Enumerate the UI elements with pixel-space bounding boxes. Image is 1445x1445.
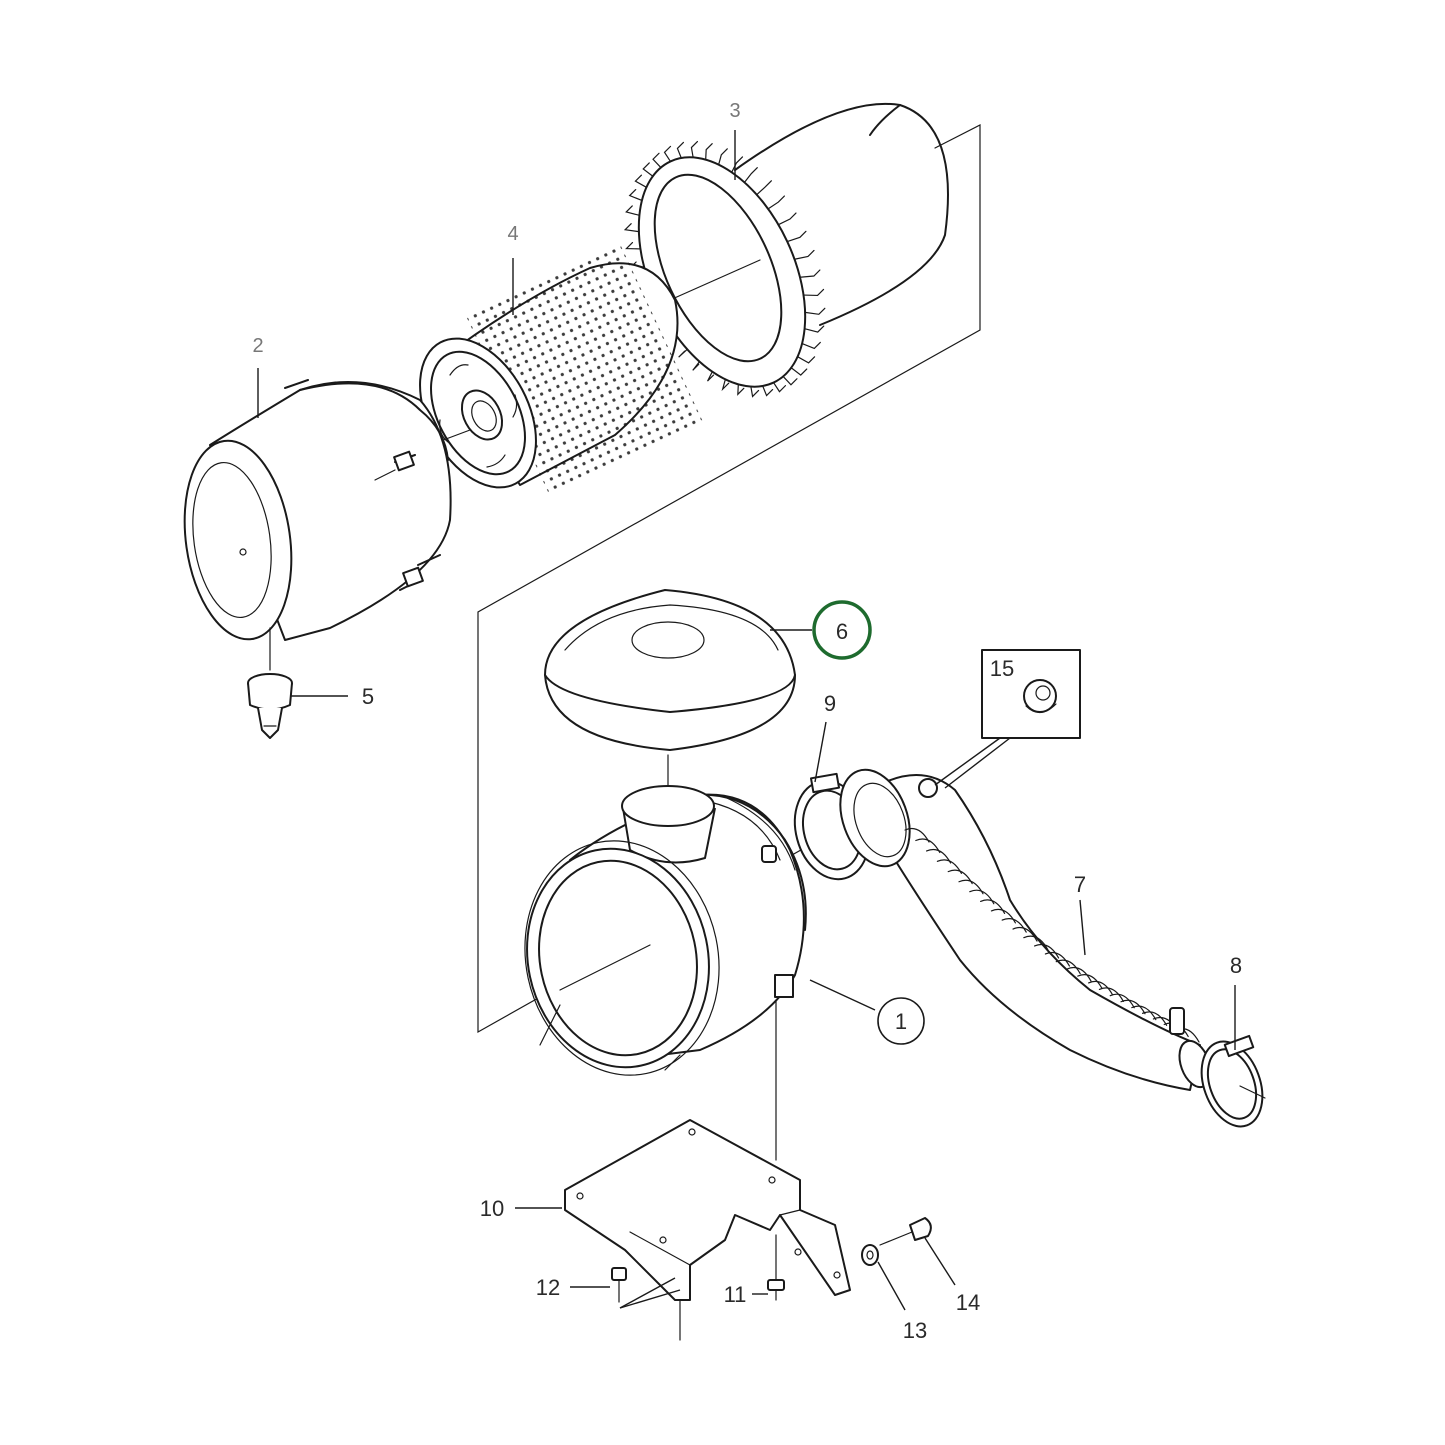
label-part-9: 9 bbox=[824, 691, 836, 716]
hose-corrugation bbox=[1012, 926, 1038, 942]
housing-fin bbox=[804, 325, 825, 333]
bolt-14 bbox=[879, 1217, 932, 1246]
top-cover-cap bbox=[544, 589, 796, 791]
housing-fin bbox=[786, 230, 807, 243]
housing-fin bbox=[762, 385, 774, 397]
housing-fin bbox=[782, 375, 798, 386]
housing-fin bbox=[796, 356, 816, 364]
label-part-15: 15 bbox=[990, 656, 1014, 681]
housing-fin bbox=[678, 348, 688, 358]
housing-fin bbox=[750, 385, 760, 398]
filter-cover bbox=[183, 379, 452, 641]
housing-fin bbox=[721, 378, 730, 392]
housing-fin bbox=[731, 156, 744, 173]
label-part-5: 5 bbox=[362, 684, 374, 709]
hose-corrugation bbox=[1109, 993, 1135, 1009]
hose-corrugation bbox=[1098, 987, 1124, 1003]
label-part-1: 1 bbox=[895, 1009, 907, 1034]
housing-fin bbox=[804, 307, 826, 315]
housing-fin bbox=[625, 241, 642, 250]
housing-fin bbox=[777, 212, 797, 226]
housing-fin bbox=[623, 223, 640, 233]
label-part-4: 4 bbox=[507, 223, 518, 245]
hose-corrugation bbox=[1142, 1011, 1168, 1026]
hose-corrugation bbox=[1044, 951, 1070, 967]
housing-fin bbox=[705, 143, 713, 161]
hose-corrugation bbox=[1066, 966, 1092, 982]
label-part-7: 7 bbox=[1074, 872, 1086, 897]
hose-corrugation bbox=[1034, 943, 1060, 959]
hose-corrugation bbox=[1001, 918, 1027, 933]
housing-fin bbox=[756, 180, 772, 196]
housing-fin bbox=[692, 361, 701, 371]
leader-lines bbox=[257, 130, 1236, 1311]
housing-fin bbox=[642, 162, 654, 177]
housing-fin bbox=[718, 148, 728, 166]
housing-fin bbox=[801, 341, 821, 350]
housing-fin bbox=[634, 174, 648, 188]
housing-fin bbox=[737, 383, 745, 396]
housing-fin bbox=[625, 205, 640, 216]
intake-hose bbox=[839, 768, 1212, 1091]
housing-fin bbox=[706, 371, 715, 382]
label-part-14: 14 bbox=[956, 1290, 980, 1315]
label-part-12: 12 bbox=[536, 1275, 560, 1300]
label-part-13: 13 bbox=[903, 1318, 927, 1343]
hose-corrugation bbox=[1120, 999, 1146, 1015]
highlight-circle-6 bbox=[812, 600, 872, 660]
housing-fin bbox=[790, 367, 808, 376]
housing-fin bbox=[743, 167, 758, 183]
housing-fin bbox=[767, 195, 785, 210]
housing-fin bbox=[802, 288, 825, 297]
hose-corrugation bbox=[1077, 974, 1103, 989]
part-15-inset bbox=[934, 649, 1081, 789]
housing-fin bbox=[663, 145, 672, 163]
part-labels: 1 2 3 4 5 6 7 8 9 10 11 12 13 14 15 bbox=[252, 100, 1242, 1343]
hose-clamp-8 bbox=[1200, 1034, 1266, 1128]
mounting-bracket bbox=[564, 1119, 851, 1341]
label-part-6: 6 bbox=[836, 619, 848, 644]
hose-corrugation bbox=[1055, 959, 1081, 975]
housing-fin bbox=[799, 269, 821, 278]
filter-element bbox=[419, 243, 705, 497]
housing-fin bbox=[652, 152, 662, 169]
bolt-12 bbox=[611, 1267, 681, 1309]
label-part-10: 10 bbox=[480, 1196, 504, 1221]
housing-fin bbox=[772, 381, 787, 393]
label-part-8: 8 bbox=[1230, 953, 1242, 978]
label-part-2: 2 bbox=[252, 335, 263, 357]
washer-13 bbox=[861, 1244, 879, 1266]
hose-corrugation bbox=[1131, 1005, 1157, 1021]
housing-fin bbox=[676, 141, 685, 159]
label-part-3: 3 bbox=[729, 100, 740, 122]
label-part-11: 11 bbox=[724, 1282, 747, 1307]
hose-corrugation bbox=[1023, 935, 1049, 951]
housing-fin bbox=[628, 188, 643, 202]
bolt-11 bbox=[767, 1234, 785, 1301]
housing-fin bbox=[690, 140, 699, 159]
hose-corrugation bbox=[1088, 980, 1114, 996]
housing-fin bbox=[793, 249, 815, 260]
callout-circle-1 bbox=[877, 997, 925, 1045]
hose-corrugation bbox=[990, 908, 1016, 924]
dust-valve bbox=[247, 627, 293, 739]
main-housing bbox=[524, 785, 807, 1161]
